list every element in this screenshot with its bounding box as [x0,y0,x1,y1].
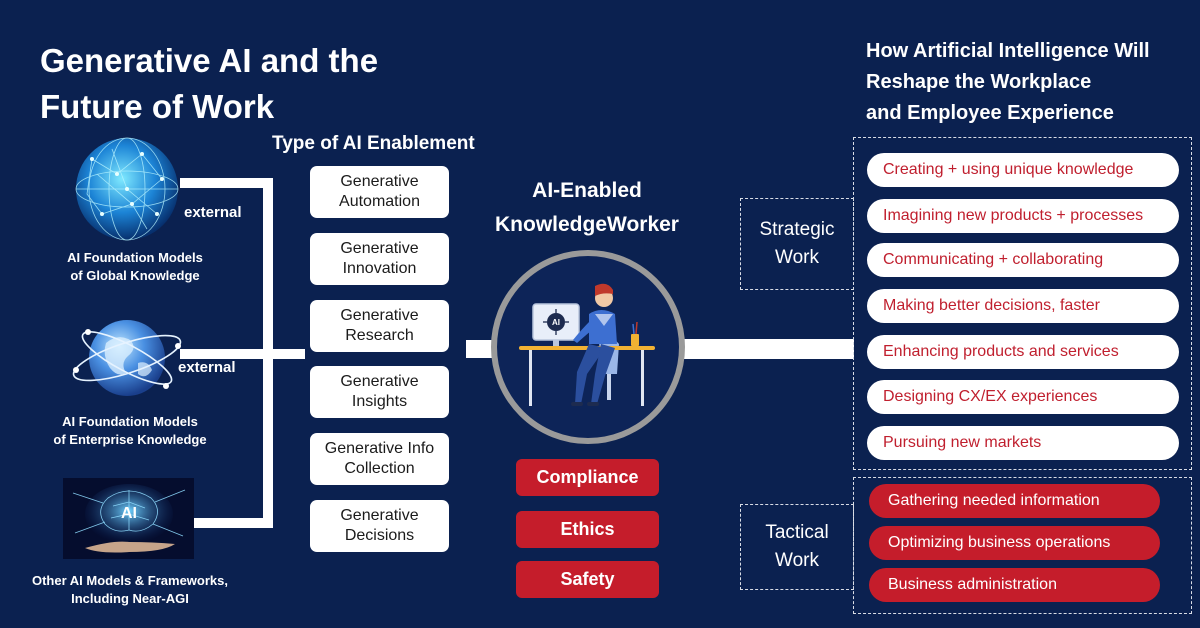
source-label-global: AI Foundation Models of Global Knowledge [67,250,203,283]
ai-brain-icon: AI [63,478,194,559]
external-tag-enterprise: external [178,359,236,376]
enablement-generative-research: Generative Research [310,300,449,352]
globe-network-icon [72,134,182,244]
enablement-generative-decisions: Generative Decisions [310,500,449,552]
enablement-generative-innovation: Generative Innovation [310,233,449,285]
enablement-generative-automation: Generative Automation [310,166,449,218]
source-label-enterprise: AI Foundation Models of Enterprise Knowl… [53,414,207,447]
ai-text: AI [121,505,137,522]
monitor-ai-text: AI [552,318,560,327]
connector-enterprise [180,349,273,359]
tactical-item-gathering: Gathering needed information [869,484,1160,518]
enablement-generative-insights: Generative Insights [310,366,449,418]
tactical-work-container [853,477,1192,614]
strategic-item-decisions: Making better decisions, faster [867,289,1179,323]
strategic-item-knowledge: Creating + using unique knowledge [867,153,1179,187]
worker-at-desk-icon: AI [515,278,661,410]
strategic-item-communicating: Communicating + collaborating [867,243,1179,277]
right-title: How Artificial Intelligence Will Reshape… [866,40,1150,124]
connector-to-outcomes [684,339,854,359]
connector-global [180,178,273,188]
external-tag-global: external [184,204,242,221]
strategic-item-enhancing: Enhancing products and services [867,335,1179,369]
enablement-generative-info-collection: Generative Info Collection [310,433,449,485]
globe-orbit-icon [68,308,186,408]
worker-title: AI-Enabled KnowledgeWorker [495,179,679,236]
connector-vertical-bar [263,178,273,528]
tactical-item-administration: Business administration [869,568,1160,602]
strategic-work-label: Strategic Work [740,198,854,290]
main-title: Generative AI and the Future of Work [40,42,379,125]
strategic-item-markets: Pursuing new markets [867,426,1179,460]
strategic-work-container [853,137,1192,470]
tactical-work-label: Tactical Work [740,504,854,590]
connector-to-enablement [273,349,305,359]
source-label-other: Other AI Models & Frameworks, Including … [31,573,228,606]
strategic-item-imagining: Imagining new products + processes [867,199,1179,233]
strategic-item-designing: Designing CX/EX experiences [867,380,1179,414]
tactical-item-optimizing: Optimizing business operations [869,526,1160,560]
connector-to-worker [466,340,494,358]
guardrail-compliance: Compliance [516,459,659,496]
connector-other [180,518,273,528]
enablement-heading: Type of AI Enablement [272,133,475,154]
guardrail-ethics: Ethics [516,511,659,548]
guardrail-safety: Safety [516,561,659,598]
